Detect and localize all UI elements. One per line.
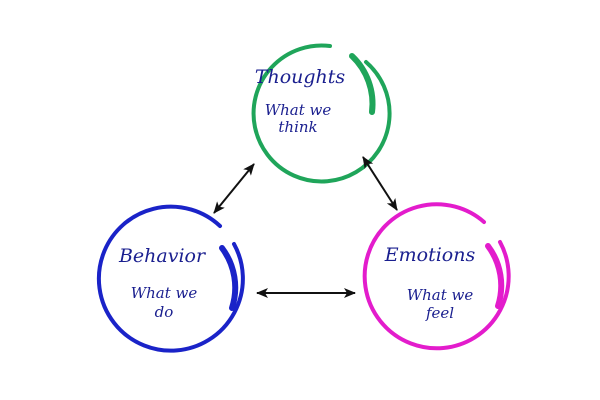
behavior-title: Behavior — [118, 245, 207, 267]
behavior-line2: do — [155, 303, 174, 321]
thoughts-title: Thoughts — [255, 66, 346, 88]
thoughts-circle — [251, 43, 392, 184]
emotions-circle-accent — [485, 243, 505, 309]
emotions-line1: What we — [407, 286, 474, 304]
thoughts-line1: What we — [265, 101, 332, 119]
behavior-circle-accent — [219, 245, 239, 311]
emotions-circle — [362, 202, 511, 351]
behavior-node: Behavior What we do — [96, 204, 245, 353]
thoughts-line2: think — [278, 118, 317, 136]
emotions-node: Emotions What we feel — [362, 202, 511, 351]
emotions-title: Emotions — [384, 244, 476, 266]
behavior-line1: What we — [131, 284, 198, 302]
thoughts-circle-accent — [349, 53, 376, 115]
thoughts-behavior-arrow — [213, 163, 255, 214]
emotions-line2: feel — [425, 304, 454, 322]
thoughts-emotions-arrow — [362, 156, 398, 211]
behavior-circle — [96, 204, 245, 353]
thoughts-node: Thoughts What we think — [251, 43, 392, 184]
